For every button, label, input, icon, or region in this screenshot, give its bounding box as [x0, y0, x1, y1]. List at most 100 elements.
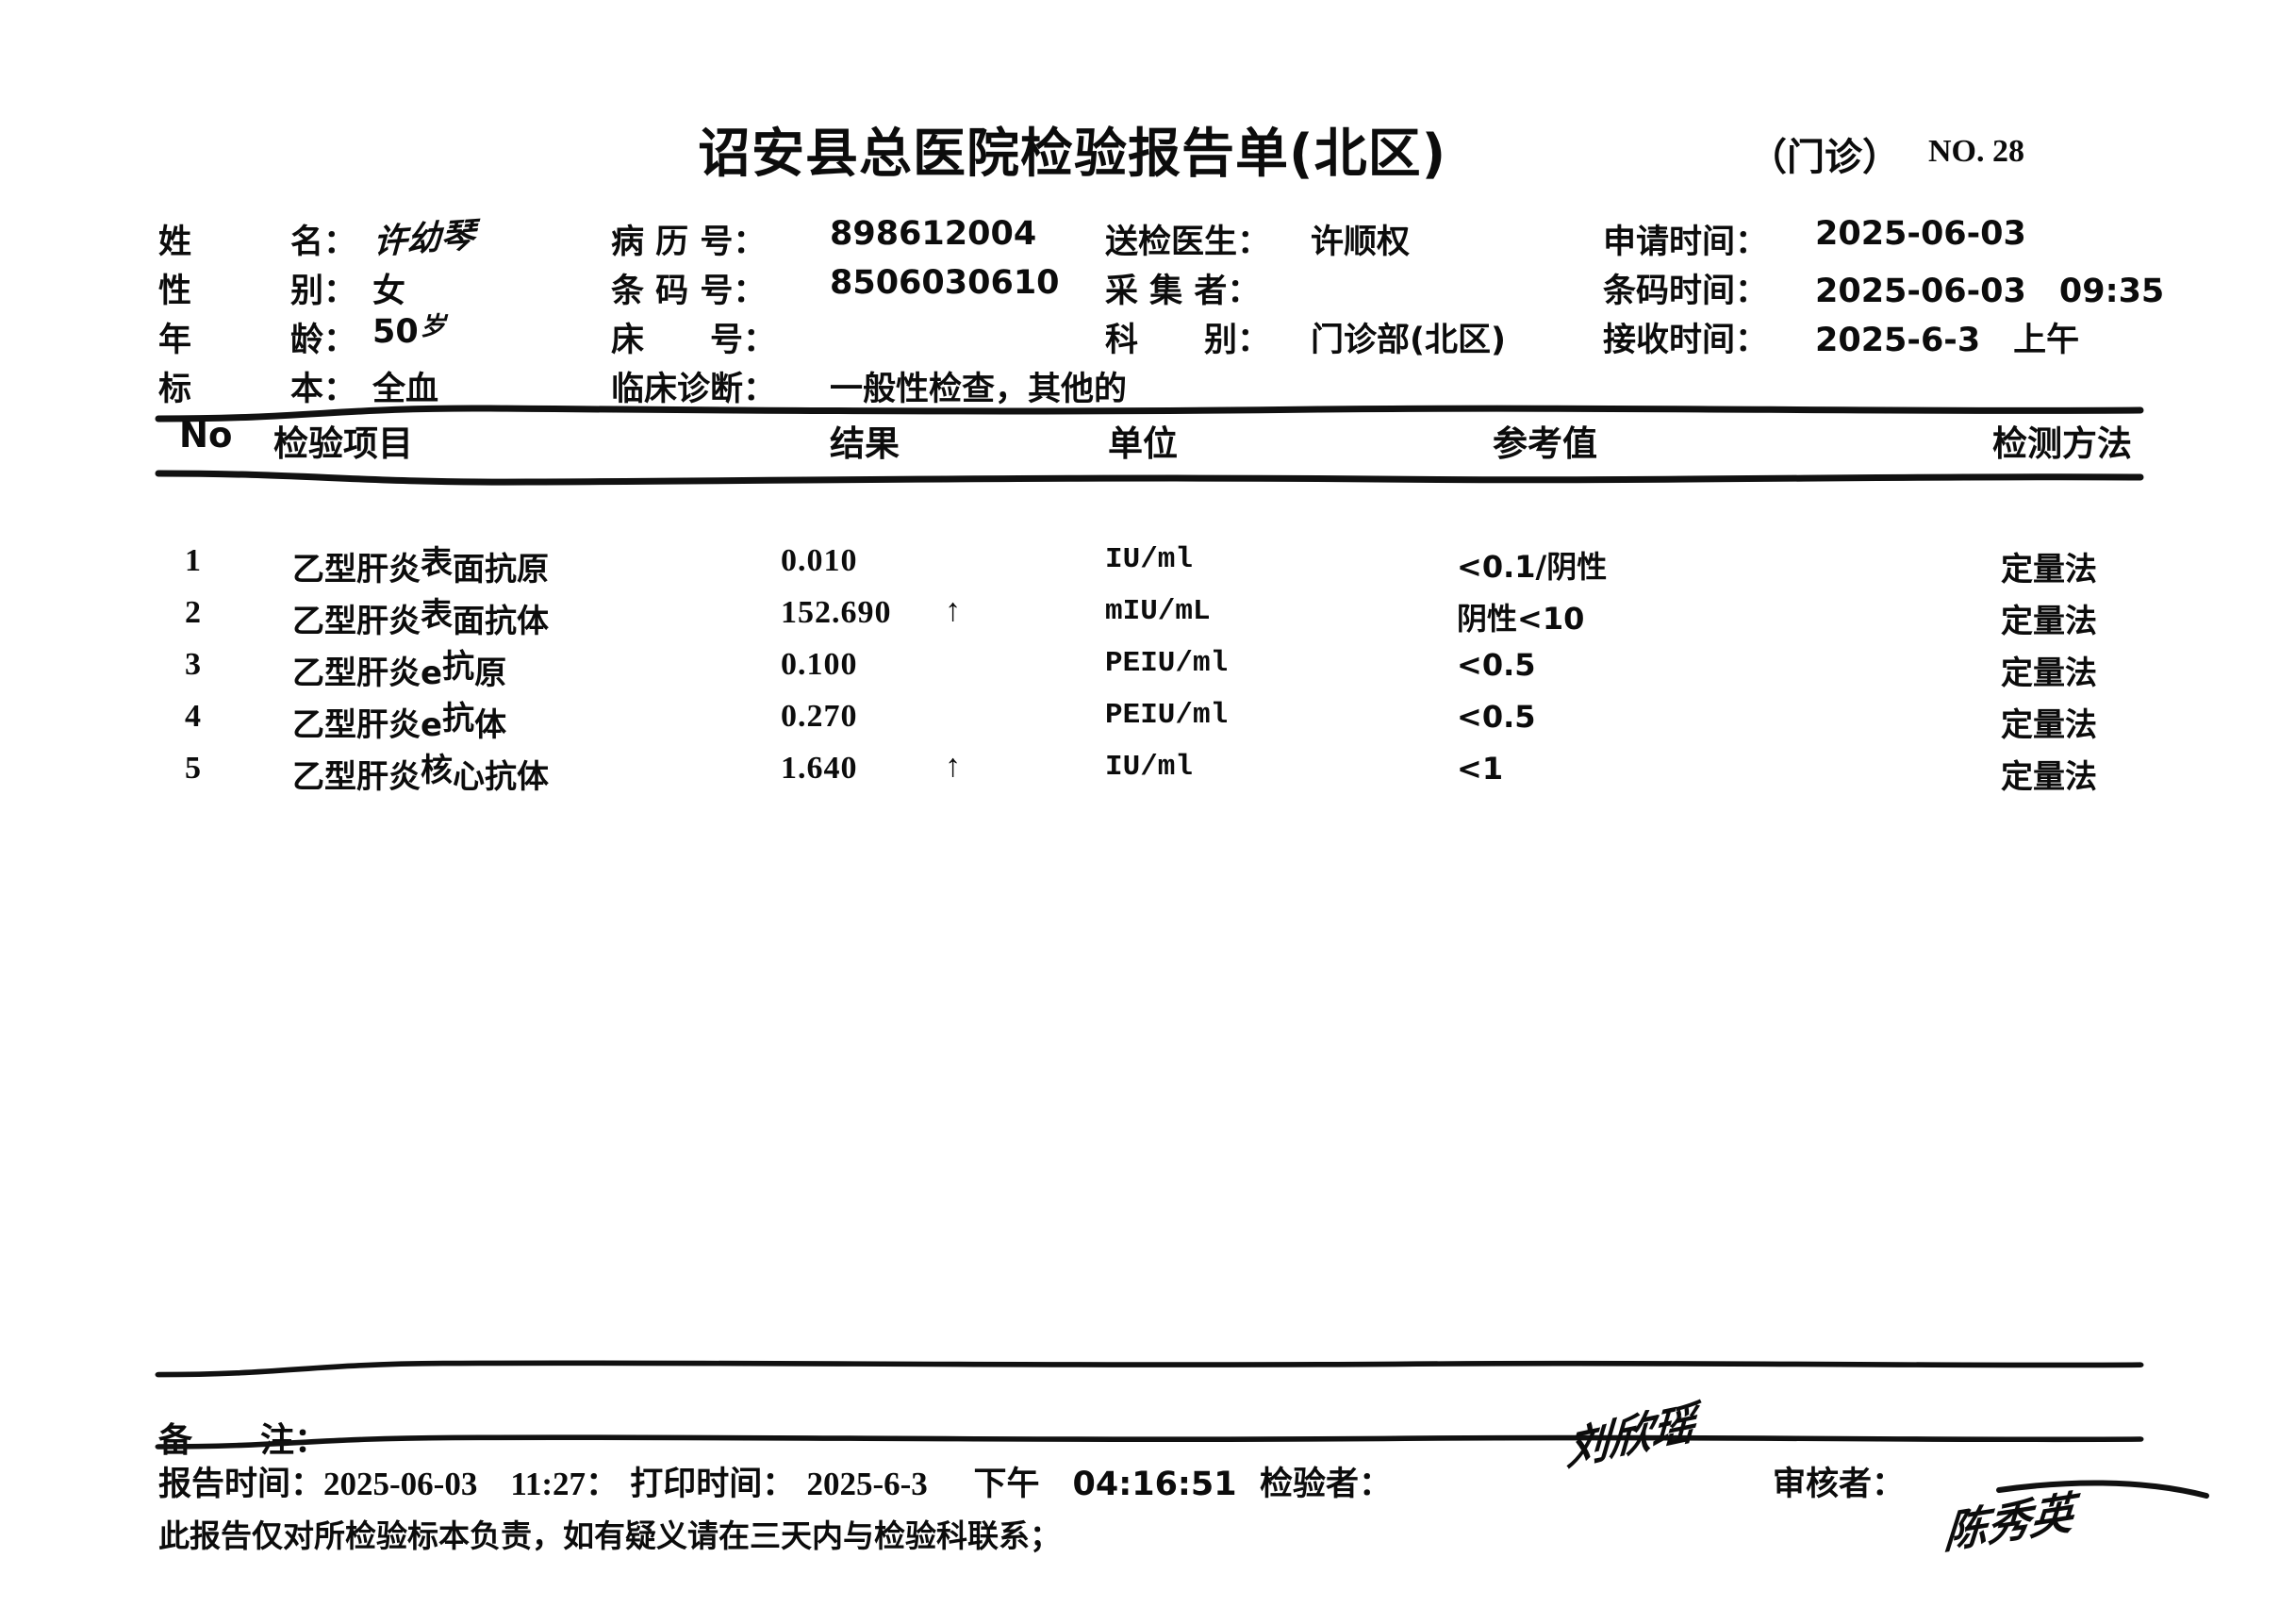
column-header-method: 检测方法 [1992, 423, 2132, 464]
patient-info-row-2: 性 别： 女 条 码 号： 8506030610 采 集 者： 条码时间： 20… [0, 264, 2296, 313]
report-time-label: 报告时间： [158, 1466, 324, 1503]
test-result-flag-icon: ↑ [945, 749, 962, 784]
barcode-time-field: 条码时间： [1603, 264, 1768, 312]
diagnosis-field: 临床诊断： [611, 362, 776, 410]
test-item-tail: 面抗体 [453, 603, 549, 640]
apply-time-field: 申请时间： [1603, 215, 1768, 263]
age-value: 50 [372, 313, 419, 351]
patient-name-field: 姓 名： [158, 215, 356, 263]
doctor-label: 送检医生： [1105, 224, 1271, 261]
visit-type-label: （门诊） [1749, 136, 1900, 179]
results-table-header-row: No 检验项目 结果 单位 参考值 检测方法 [0, 415, 2296, 470]
test-item-name: 乙型肝炎表面抗原 [292, 543, 549, 589]
barcode-no-field: 条 码 号： [611, 264, 766, 312]
auditor-signature-stroke-icon [1996, 1480, 2209, 1499]
row-index: 4 [185, 699, 202, 734]
column-header-unit: 单位 [1108, 423, 1178, 464]
checker-signature: 刘欣瑶 [1565, 1396, 1697, 1476]
test-item-main: 乙型肝炎 [292, 758, 421, 796]
department-field: 科 别： [1105, 313, 1270, 361]
report-header: 诏安县总医院检验报告单(北区) （门诊） NO. 28 [0, 111, 2296, 185]
department-value: 门诊部(北区) [1311, 322, 1506, 359]
bed-no-label: 床 号： [611, 322, 777, 359]
test-method: 定量法 [2001, 706, 2097, 744]
test-item-main: 乙型肝炎 [292, 603, 421, 640]
report-serial-number: NO. 28 [1928, 134, 2024, 169]
patient-info-row-1: 姓 名： 许幼琴 病 历 号： 898612004 送检医生： 许顺权 申请时间… [0, 215, 2296, 264]
test-item-sup: 抗 [442, 648, 475, 686]
report-disclaimer: 此报告仅对所检验标本负责，如有疑义请在三天内与检验科联系； [158, 1517, 1061, 1554]
test-result-value: 0.100 [781, 647, 858, 682]
test-item-tail: 心抗体 [453, 758, 549, 796]
test-method: 定量法 [2001, 551, 2097, 588]
bed-no-field: 床 号： [611, 313, 776, 361]
print-time-value: 2025-6-3 [806, 1466, 928, 1502]
patient-name-value: 许幼琴 [372, 216, 476, 262]
test-unit: PEIU/ml [1105, 699, 1229, 732]
print-time-label: 打印时间： [630, 1466, 796, 1503]
test-item-tail: 原 [474, 655, 507, 692]
age-value-wrap: 50岁 [372, 312, 446, 351]
test-unit: IU/ml [1105, 751, 1194, 784]
column-header-reference: 参考值 [1493, 423, 1597, 464]
table-row: 4 乙型肝炎e抗体 0.270 PEIU/ml <0.5 定量法 [0, 699, 2296, 751]
row-index: 1 [185, 543, 202, 578]
remark-label: 备 注： [158, 1421, 329, 1460]
gender-label: 性 别： [158, 273, 357, 310]
remark-field: 备 注： [158, 1413, 328, 1462]
sample-value: 全血 [372, 371, 439, 408]
collector-label: 采 集 者： [1105, 273, 1261, 310]
row-index: 3 [185, 647, 202, 682]
test-item-name: 乙型肝炎e抗体 [292, 699, 506, 745]
test-item-tail: 体 [474, 706, 507, 744]
apply-time-label: 申请时间： [1603, 224, 1769, 261]
receive-time-value: 2025-6-3 上午 [1815, 322, 2080, 359]
apply-time-value: 2025-06-03 [1815, 215, 2026, 253]
test-item-tail: 面抗原 [453, 551, 549, 588]
test-result-value: 0.270 [781, 699, 858, 734]
report-time-value: 2025-06-03 11:27： [323, 1466, 619, 1502]
test-unit: mIU/mL [1105, 595, 1211, 628]
test-item-main: 乙型肝炎e [292, 706, 443, 744]
checker-label: 检验者： [1260, 1466, 1393, 1503]
test-method: 定量法 [2001, 603, 2097, 640]
sample-field: 标 本： [158, 362, 356, 410]
record-no-label: 病 历 号： [611, 224, 767, 261]
receive-time-field: 接收时间： [1603, 313, 1768, 361]
record-no-value: 898612004 [830, 215, 1037, 253]
barcode-no-label: 条 码 号： [611, 273, 767, 310]
test-reference-range: <1 [1457, 751, 1504, 787]
test-result-value: 152.690 [781, 595, 892, 630]
patient-name-value-wrap: 许幼琴 [372, 215, 475, 264]
test-item-sup: 核 [421, 752, 453, 789]
gender-value: 女 [372, 273, 406, 310]
test-method: 定量法 [2001, 655, 2097, 692]
test-unit: IU/ml [1105, 543, 1194, 576]
patient-info-block: 姓 名： 许幼琴 病 历 号： 898612004 送检医生： 许顺权 申请时间… [0, 215, 2296, 411]
auditor-signature: 陈秀英 [1942, 1485, 2076, 1559]
sample-label: 标 本： [158, 371, 357, 408]
column-header-item: 检验项目 [273, 423, 413, 464]
test-reference-range: 阴性<10 [1457, 601, 1585, 637]
age-label: 年 龄： [158, 322, 357, 359]
divider-wave-remark-bottom [155, 1434, 2144, 1450]
patient-info-row-4: 标 本： 全血 临床诊断： 一般性检查，其他的 [0, 362, 2296, 411]
age-unit: 岁 [420, 312, 446, 341]
test-reference-range: <0.5 [1457, 699, 1536, 735]
test-result-value: 0.010 [781, 543, 858, 578]
test-item-main: 乙型肝炎e [292, 655, 443, 692]
auditor-label: 审核者： [1773, 1466, 1906, 1503]
receive-time-label: 接收时间： [1603, 322, 1769, 359]
test-item-name: 乙型肝炎e抗原 [292, 647, 506, 693]
row-index: 2 [185, 595, 202, 630]
test-unit: PEIU/ml [1105, 647, 1229, 680]
diagnosis-label: 临床诊断： [611, 371, 777, 408]
diagnosis-value: 一般性检查，其他的 [830, 371, 1128, 408]
test-item-sup: 抗 [442, 700, 475, 737]
department-label: 科 别： [1105, 322, 1271, 359]
